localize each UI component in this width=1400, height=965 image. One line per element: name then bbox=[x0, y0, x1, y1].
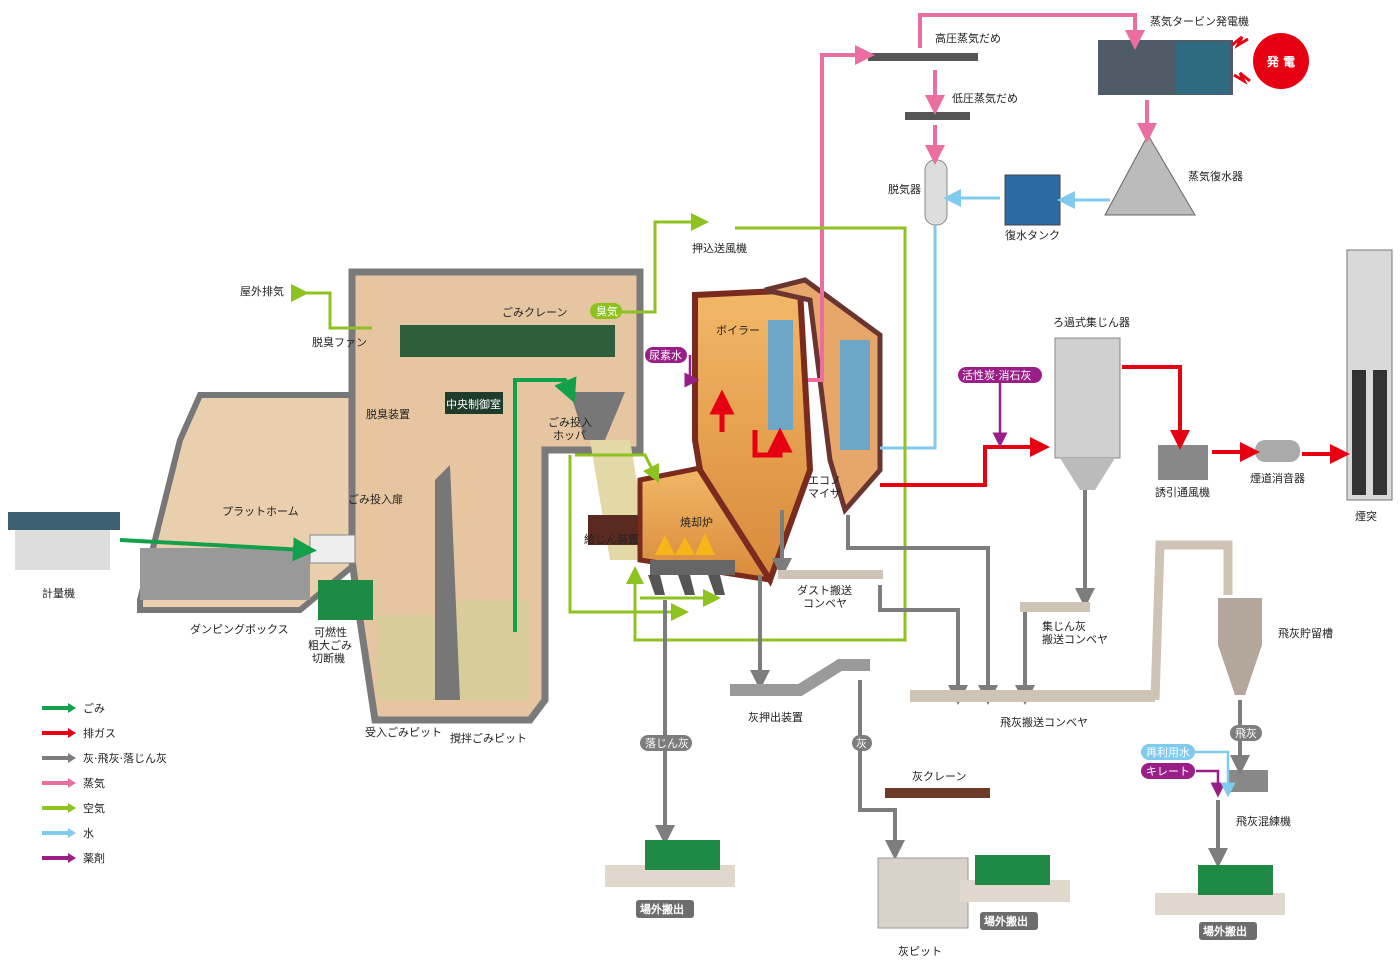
badge-chelate: キレート bbox=[1146, 765, 1190, 778]
badge-carbon: 活性炭·消石灰 bbox=[962, 368, 1032, 382]
flow-lines bbox=[119, 13, 1350, 868]
label-dust-conv-2: コンベヤ bbox=[803, 597, 847, 610]
label-flyash-silo: 飛灰貯留槽 bbox=[1278, 626, 1333, 640]
badge-grate-ash: 落じん灰 bbox=[645, 736, 689, 750]
badge-urea: 尿素水 bbox=[649, 349, 682, 362]
label-idf: 誘引通風機 bbox=[1155, 485, 1210, 499]
badge-out-3: 場外搬出 bbox=[1203, 924, 1247, 938]
label-ash-extractor: 灰押出装置 bbox=[748, 710, 803, 724]
label-hopper-2: ホッパ bbox=[553, 429, 586, 442]
label-collect-conv-1: 集じん灰 bbox=[1042, 619, 1086, 633]
label-flyash-conv: 飛灰搬送コンベヤ bbox=[1000, 715, 1088, 729]
power-label: 発 電 bbox=[1266, 54, 1295, 69]
label-chimney: 煙突 bbox=[1355, 509, 1377, 523]
legend-label: 排ガス bbox=[83, 726, 116, 740]
legend-label: ごみ bbox=[83, 701, 105, 715]
crane-girder bbox=[400, 325, 615, 357]
legend-item: 空気 bbox=[42, 801, 105, 815]
badges: 臭気 尿素水 活性炭·消石灰 落じん灰 灰 飛灰 再利用水 キレート 場外搬出 … bbox=[590, 303, 1262, 940]
label-deodorizer: 脱臭装置 bbox=[366, 407, 410, 421]
label-silencer: 煙道消音器 bbox=[1250, 471, 1305, 485]
gas-treatment bbox=[1054, 249, 1393, 792]
badge-odor: 臭気 bbox=[596, 304, 618, 318]
labels: 蒸気タービン発電機 高圧蒸気だめ 低圧蒸気だめ 脱気器 復水タンク 蒸気復水器 … bbox=[42, 14, 1377, 958]
truck-1 bbox=[645, 840, 720, 870]
control-room-window bbox=[445, 392, 503, 414]
label-ash-pit: 灰ピット bbox=[898, 944, 942, 958]
label-door: ごみ投入扉 bbox=[348, 492, 403, 506]
legend-label: 蒸気 bbox=[83, 776, 105, 790]
label-control-room: 中央制御室 bbox=[446, 397, 501, 411]
truck-2 bbox=[975, 855, 1050, 885]
legend-label: 灰·飛灰·落じん灰 bbox=[83, 751, 167, 765]
label-deodor-fan: 脱臭ファン bbox=[312, 335, 367, 349]
legend-item: 灰·飛灰·落じん灰 bbox=[42, 751, 167, 765]
scale-roof bbox=[8, 512, 120, 530]
legend-arrow-icon bbox=[68, 728, 76, 738]
legend-arrow-icon bbox=[68, 803, 76, 813]
label-ash-crane: 灰クレーン bbox=[912, 769, 966, 783]
label-hopper-1: ごみ投入 bbox=[548, 415, 592, 429]
truck bbox=[309, 534, 356, 564]
label-fdf: 押込送風機 bbox=[692, 241, 747, 255]
steam-equipment bbox=[868, 40, 1233, 226]
label-incinerator: 焼却炉 bbox=[680, 516, 713, 529]
power-badge: 発 電 bbox=[1231, 33, 1309, 89]
label-mixer: 飛灰混練機 bbox=[1236, 814, 1291, 828]
label-outdoor-exhaust: 屋外排気 bbox=[240, 284, 284, 298]
label-condenser: 蒸気復水器 bbox=[1188, 169, 1243, 183]
legend-arrow-icon bbox=[68, 778, 76, 788]
label-dumping-box: ダンピングボックス bbox=[190, 622, 289, 636]
conveyors bbox=[605, 540, 1285, 929]
building bbox=[8, 268, 644, 724]
legend-item: 排ガス bbox=[42, 726, 116, 740]
label-eco-1: エコノ bbox=[808, 474, 841, 487]
badge-water: 再利用水 bbox=[1146, 746, 1190, 759]
label-platform: プラットホーム bbox=[222, 505, 299, 518]
label-condensate-tank: 復水タンク bbox=[1005, 229, 1060, 242]
legend-arrow-icon bbox=[68, 753, 76, 763]
label-turbine: 蒸気タービン発電機 bbox=[1150, 14, 1249, 28]
badge-ash: 灰 bbox=[856, 736, 867, 750]
label-dust-conv-1: ダスト搬送 bbox=[797, 583, 852, 597]
legend-item: 水 bbox=[42, 827, 94, 840]
label-deaerator: 脱気器 bbox=[888, 182, 921, 196]
label-feeder: 給じん装置 bbox=[584, 532, 639, 546]
legend-label: 水 bbox=[83, 827, 94, 840]
label-hp-header: 高圧蒸気だめ bbox=[935, 31, 1001, 45]
label-lp-header: 低圧蒸気だめ bbox=[952, 91, 1018, 105]
legend-item: 蒸気 bbox=[42, 776, 105, 790]
label-mix-pit: 撹拌ごみピット bbox=[450, 731, 527, 745]
badge-flyash: 飛灰 bbox=[1235, 726, 1257, 740]
legend-item: ごみ bbox=[42, 701, 105, 715]
label-eco-2: マイザ bbox=[808, 487, 841, 500]
label-boiler: ボイラー bbox=[716, 324, 760, 337]
legend-arrow-icon bbox=[68, 853, 76, 863]
label-shredder-3: 切断機 bbox=[312, 651, 345, 665]
label-collect-conv-2: 搬送コンベヤ bbox=[1042, 632, 1108, 646]
incinerator-boiler bbox=[570, 277, 883, 595]
label-shredder-1: 可燃性 bbox=[314, 625, 347, 639]
badge-out-1: 場外搬出 bbox=[640, 902, 684, 916]
label-scale: 計量機 bbox=[42, 586, 75, 600]
legend-arrow-icon bbox=[68, 703, 76, 713]
legend-label: 空気 bbox=[83, 801, 105, 815]
legend-label: 薬剤 bbox=[83, 851, 105, 865]
legend-item: 薬剤 bbox=[42, 851, 105, 865]
legend-arrow-icon bbox=[68, 828, 76, 838]
label-shredder-2: 粗大ごみ bbox=[308, 638, 352, 652]
badge-out-2: 場外搬出 bbox=[984, 914, 1028, 928]
label-receive-pit: 受入ごみピット bbox=[365, 725, 442, 739]
truck-3 bbox=[1198, 865, 1273, 895]
label-bagfilter: ろ過式集じん器 bbox=[1053, 315, 1130, 329]
shredder bbox=[318, 580, 373, 620]
label-crane: ごみクレーン bbox=[502, 305, 567, 319]
